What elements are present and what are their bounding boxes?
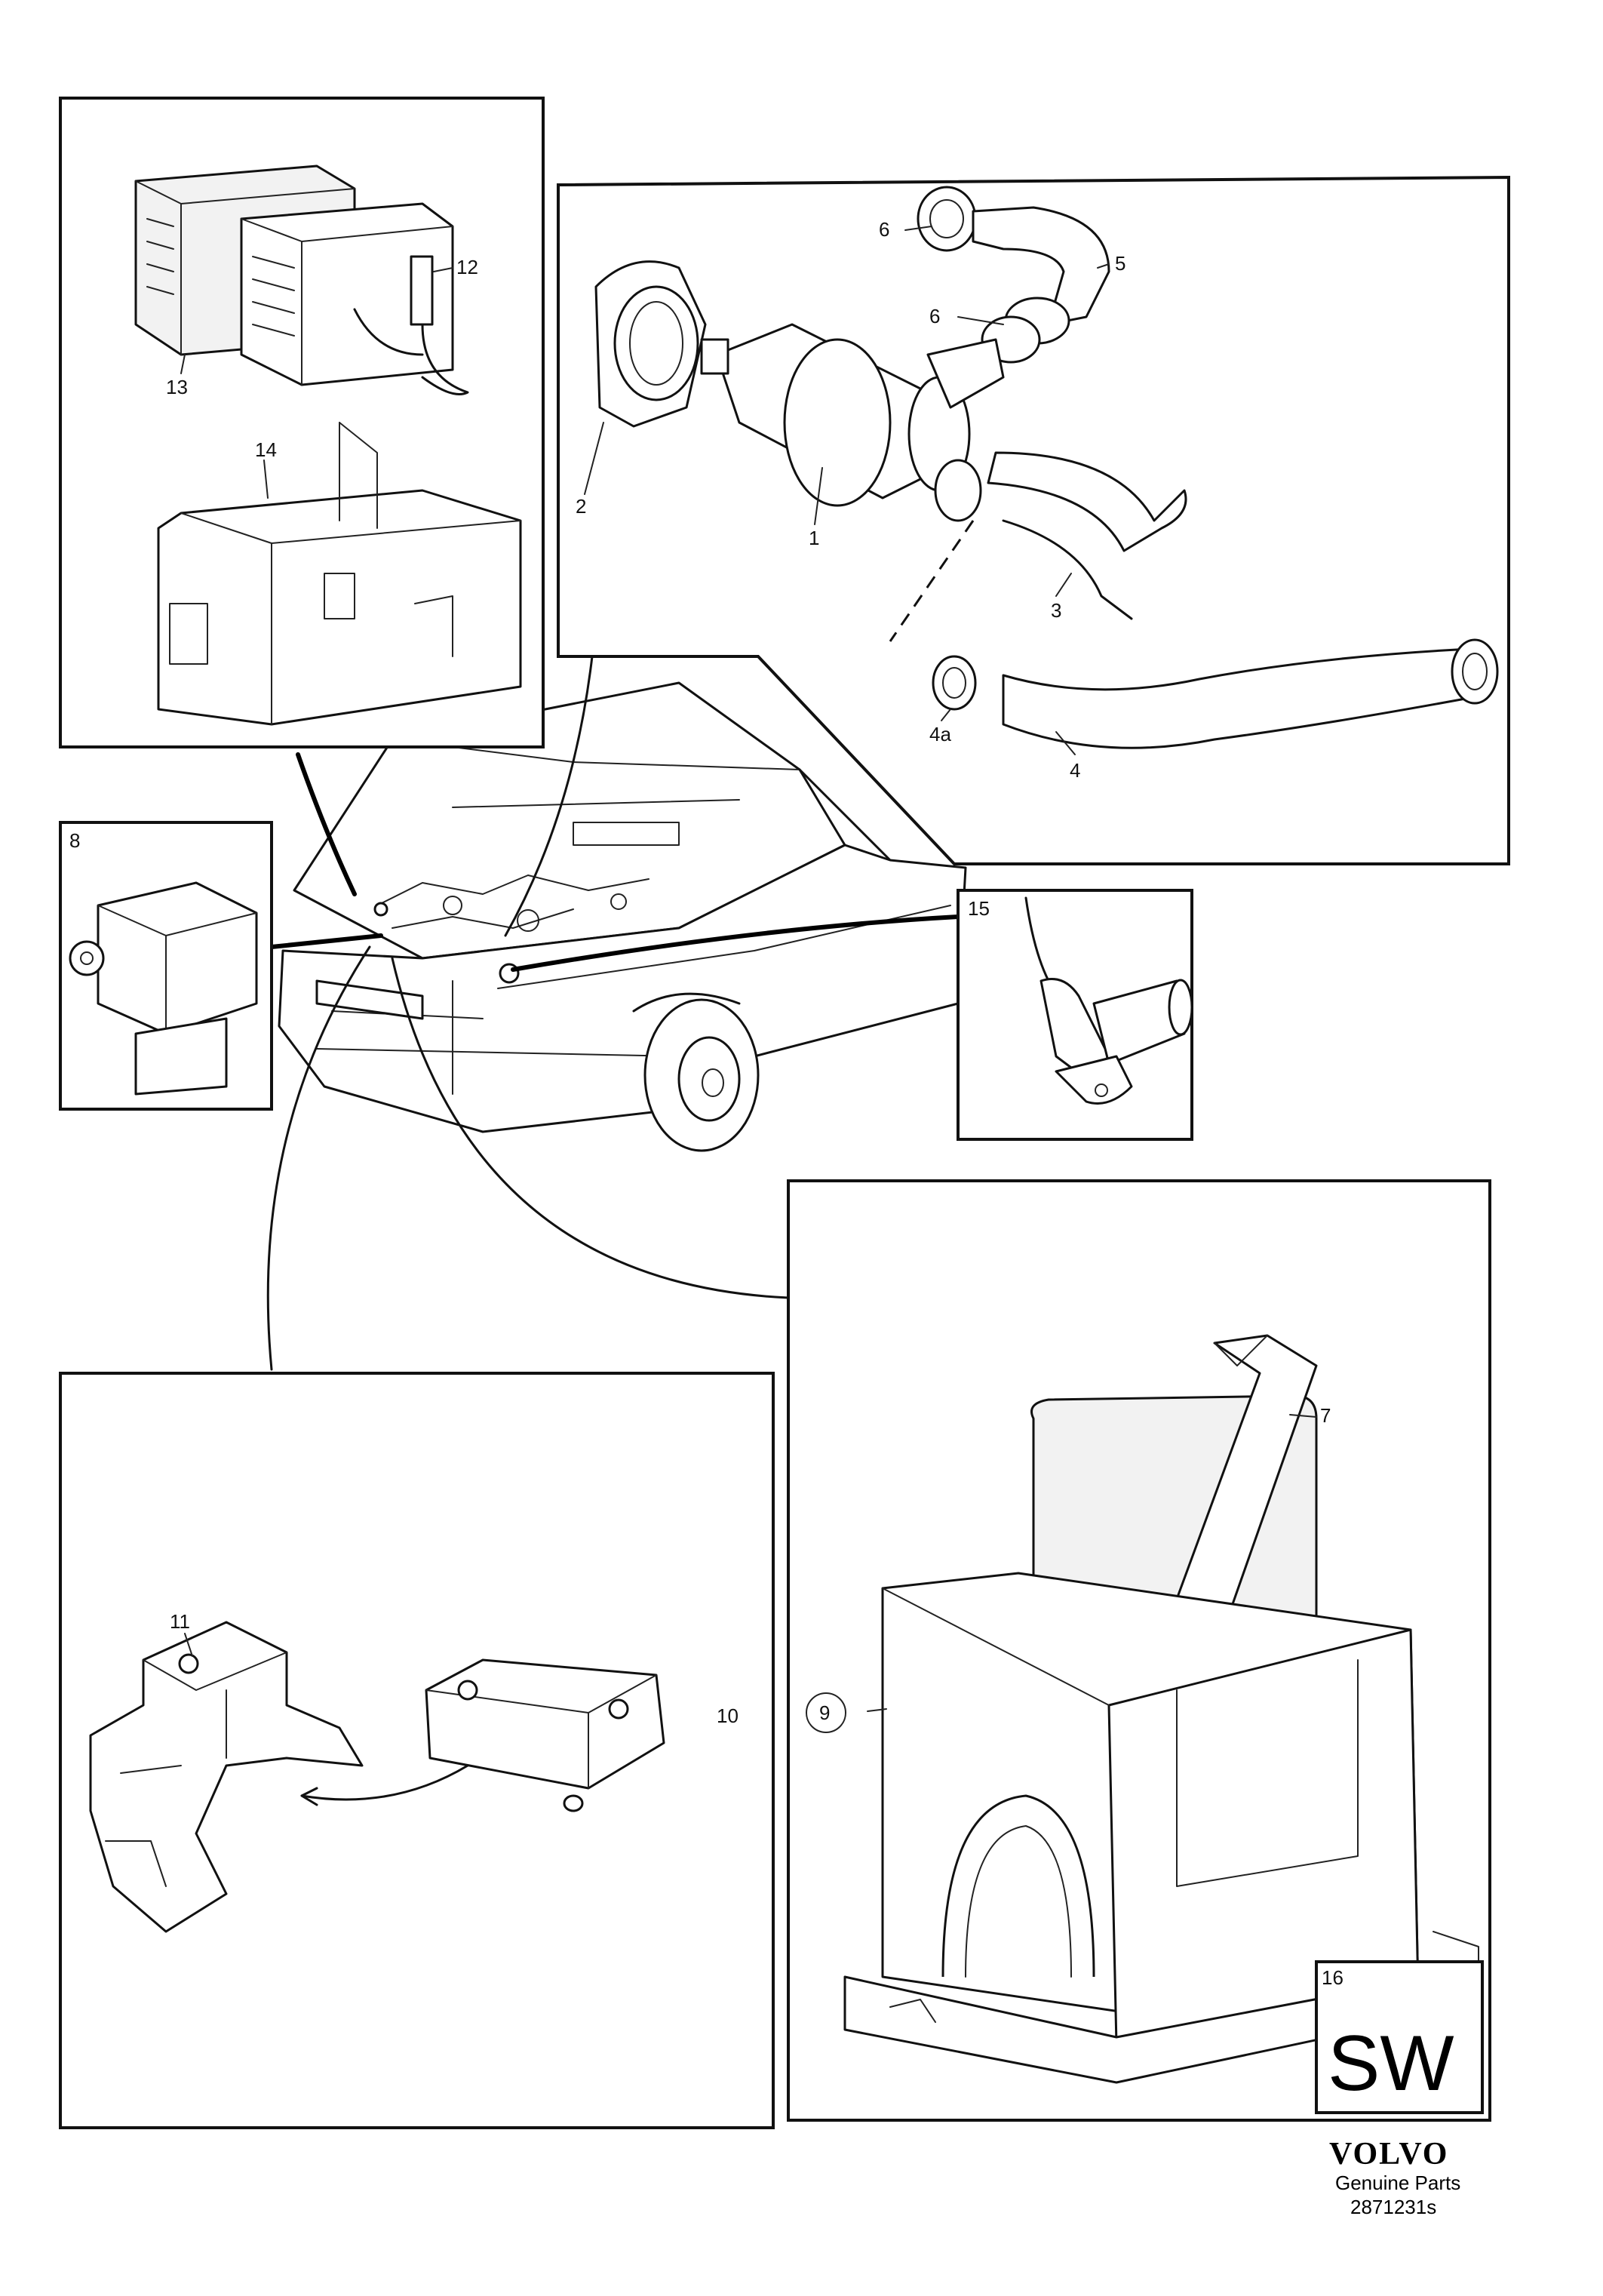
callout-labels: 6 5 6 2 1 3 4a 4 12 13 14 8 15 11 10 7 9… (69, 218, 1454, 2107)
callout-12: 12 (456, 256, 478, 278)
callout-4a: 4a (929, 723, 951, 745)
panel-control-unit-8 (59, 821, 273, 1111)
panel-sensor-15 (957, 889, 1193, 1141)
callout-6-mid: 6 (929, 305, 940, 327)
callout-2: 2 (576, 495, 586, 518)
callout-15: 15 (968, 897, 990, 920)
callout-11: 11 (170, 1610, 190, 1633)
callout-4: 4 (1070, 759, 1080, 782)
callout-7: 7 (1320, 1404, 1331, 1427)
callout-6-top: 6 (879, 218, 889, 241)
footer-branding: VOLVO Genuine Parts 2871231s (1329, 2137, 1460, 2218)
callout-3: 3 (1051, 599, 1061, 622)
panel-box-7-9 (787, 1179, 1491, 2122)
callout-13: 13 (166, 376, 188, 398)
callout-1: 1 (809, 527, 819, 549)
panel-control-unit-10-11 (59, 1372, 775, 2129)
sw-badge-code: SW (1328, 2020, 1454, 2107)
callout-5-top: 5 (1115, 252, 1125, 275)
callout-16: 16 (1322, 1966, 1344, 1989)
panel-idle-valve-1-6 (557, 175, 1510, 865)
callout-leaders (180, 226, 1317, 1733)
part-number: 2871231s (1350, 2196, 1436, 2218)
genuine-parts-label: Genuine Parts (1335, 2172, 1460, 2194)
callout-9: 9 (819, 1701, 830, 1724)
panel-relays-12-13-14 (59, 97, 545, 748)
leader-lines (266, 655, 960, 1371)
callout-14: 14 (255, 438, 277, 461)
sw-badge (1315, 1960, 1484, 2114)
callout-8: 8 (69, 829, 80, 852)
callout-10: 10 (717, 1704, 739, 1727)
volvo-logo-text: VOLVO (1329, 2137, 1448, 2172)
